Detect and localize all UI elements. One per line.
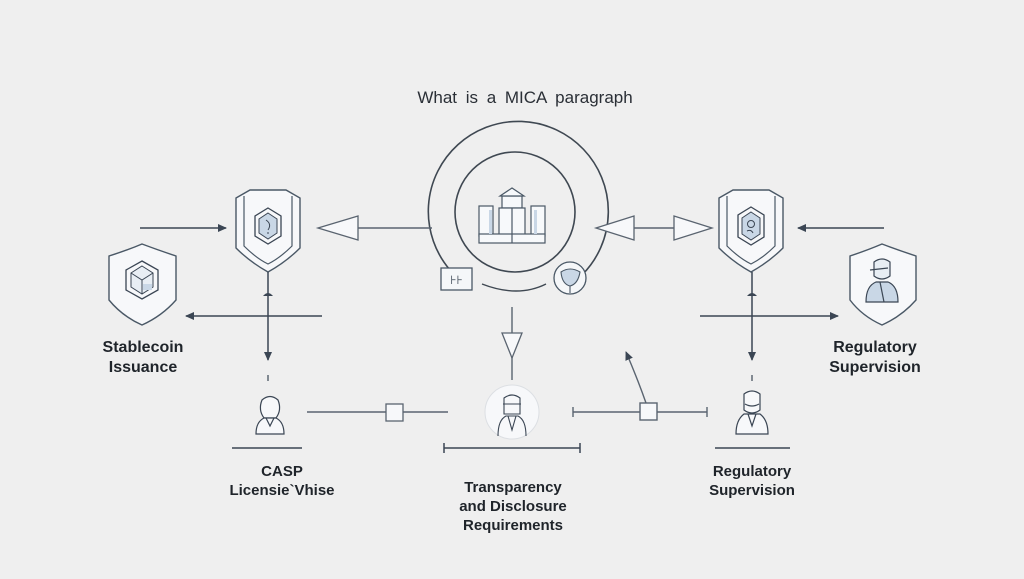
casp-label-line2: Licensie`Vhise bbox=[229, 482, 335, 499]
regulatory-right-shield[interactable] bbox=[849, 243, 917, 326]
person-circle-icon bbox=[497, 394, 527, 437]
regulatory-right-label-line2: Supervision bbox=[829, 359, 921, 376]
regulatory-bottom-label-line2: Supervision bbox=[709, 482, 795, 499]
transparency-label-line2: and Disclosure bbox=[459, 498, 567, 515]
regulatory-bottom-label-line1: Regulatory bbox=[712, 463, 792, 480]
left-vertical-connector bbox=[263, 272, 273, 381]
inner-ring bbox=[454, 151, 576, 273]
regulatory-right-label: Regulatory Supervision bbox=[810, 338, 940, 378]
transparency-node[interactable] bbox=[484, 384, 540, 440]
link-node-right bbox=[639, 402, 658, 421]
regulatory-right-label-line1: Regulatory bbox=[833, 339, 917, 356]
casp-transparency-link bbox=[307, 403, 448, 422]
arrow-center-to-left bbox=[315, 215, 432, 241]
right-vertical-connector bbox=[747, 272, 757, 381]
transparency-bracket bbox=[443, 443, 581, 453]
center-down-connector bbox=[501, 307, 523, 380]
diagram-title: What is a MICA paragraph bbox=[417, 88, 633, 107]
hexagon-shield-icon bbox=[737, 206, 765, 246]
casp-person-icon[interactable] bbox=[255, 395, 285, 435]
regulatory-bottom-label: Regulatory Supervision bbox=[690, 462, 814, 500]
transparency-label-line3: Requirements bbox=[462, 517, 564, 534]
transparency-label-line1: Transparency bbox=[464, 479, 562, 496]
person-shield-icon bbox=[865, 258, 899, 303]
center-hub[interactable]: ⊦⊦ bbox=[427, 120, 610, 295]
stablecoin-shield[interactable] bbox=[108, 243, 177, 326]
small-box-text: ⊦⊦ bbox=[450, 273, 463, 287]
outer-ring-bottom-arc bbox=[481, 283, 547, 292]
transparency-label: Transparency and Disclosure Requirements bbox=[440, 478, 586, 535]
casp-label: CASP Licensie`Vhise bbox=[220, 462, 344, 500]
regulatory-person-icon[interactable] bbox=[735, 390, 769, 435]
shield-left[interactable] bbox=[235, 189, 301, 273]
double-arrow-center-right bbox=[593, 215, 715, 241]
small-box-icon[interactable]: ⊦⊦ bbox=[440, 267, 473, 291]
shield-right[interactable] bbox=[718, 189, 784, 273]
transparency-regulatory-link bbox=[572, 351, 708, 421]
link-node-left bbox=[385, 403, 404, 422]
stablecoin-label-line2: Issuance bbox=[108, 359, 178, 376]
government-building-icon bbox=[478, 187, 546, 244]
stablecoin-label: Stablecoin Issuance bbox=[76, 338, 210, 378]
stablecoin-label-line1: Stablecoin bbox=[102, 339, 184, 356]
hexagon-shield-icon bbox=[254, 207, 282, 245]
casp-label-line1: CASP bbox=[261, 463, 303, 480]
cube-shield-icon bbox=[125, 260, 159, 300]
cup-circle-icon[interactable] bbox=[553, 261, 587, 295]
outer-ring bbox=[427, 120, 610, 276]
